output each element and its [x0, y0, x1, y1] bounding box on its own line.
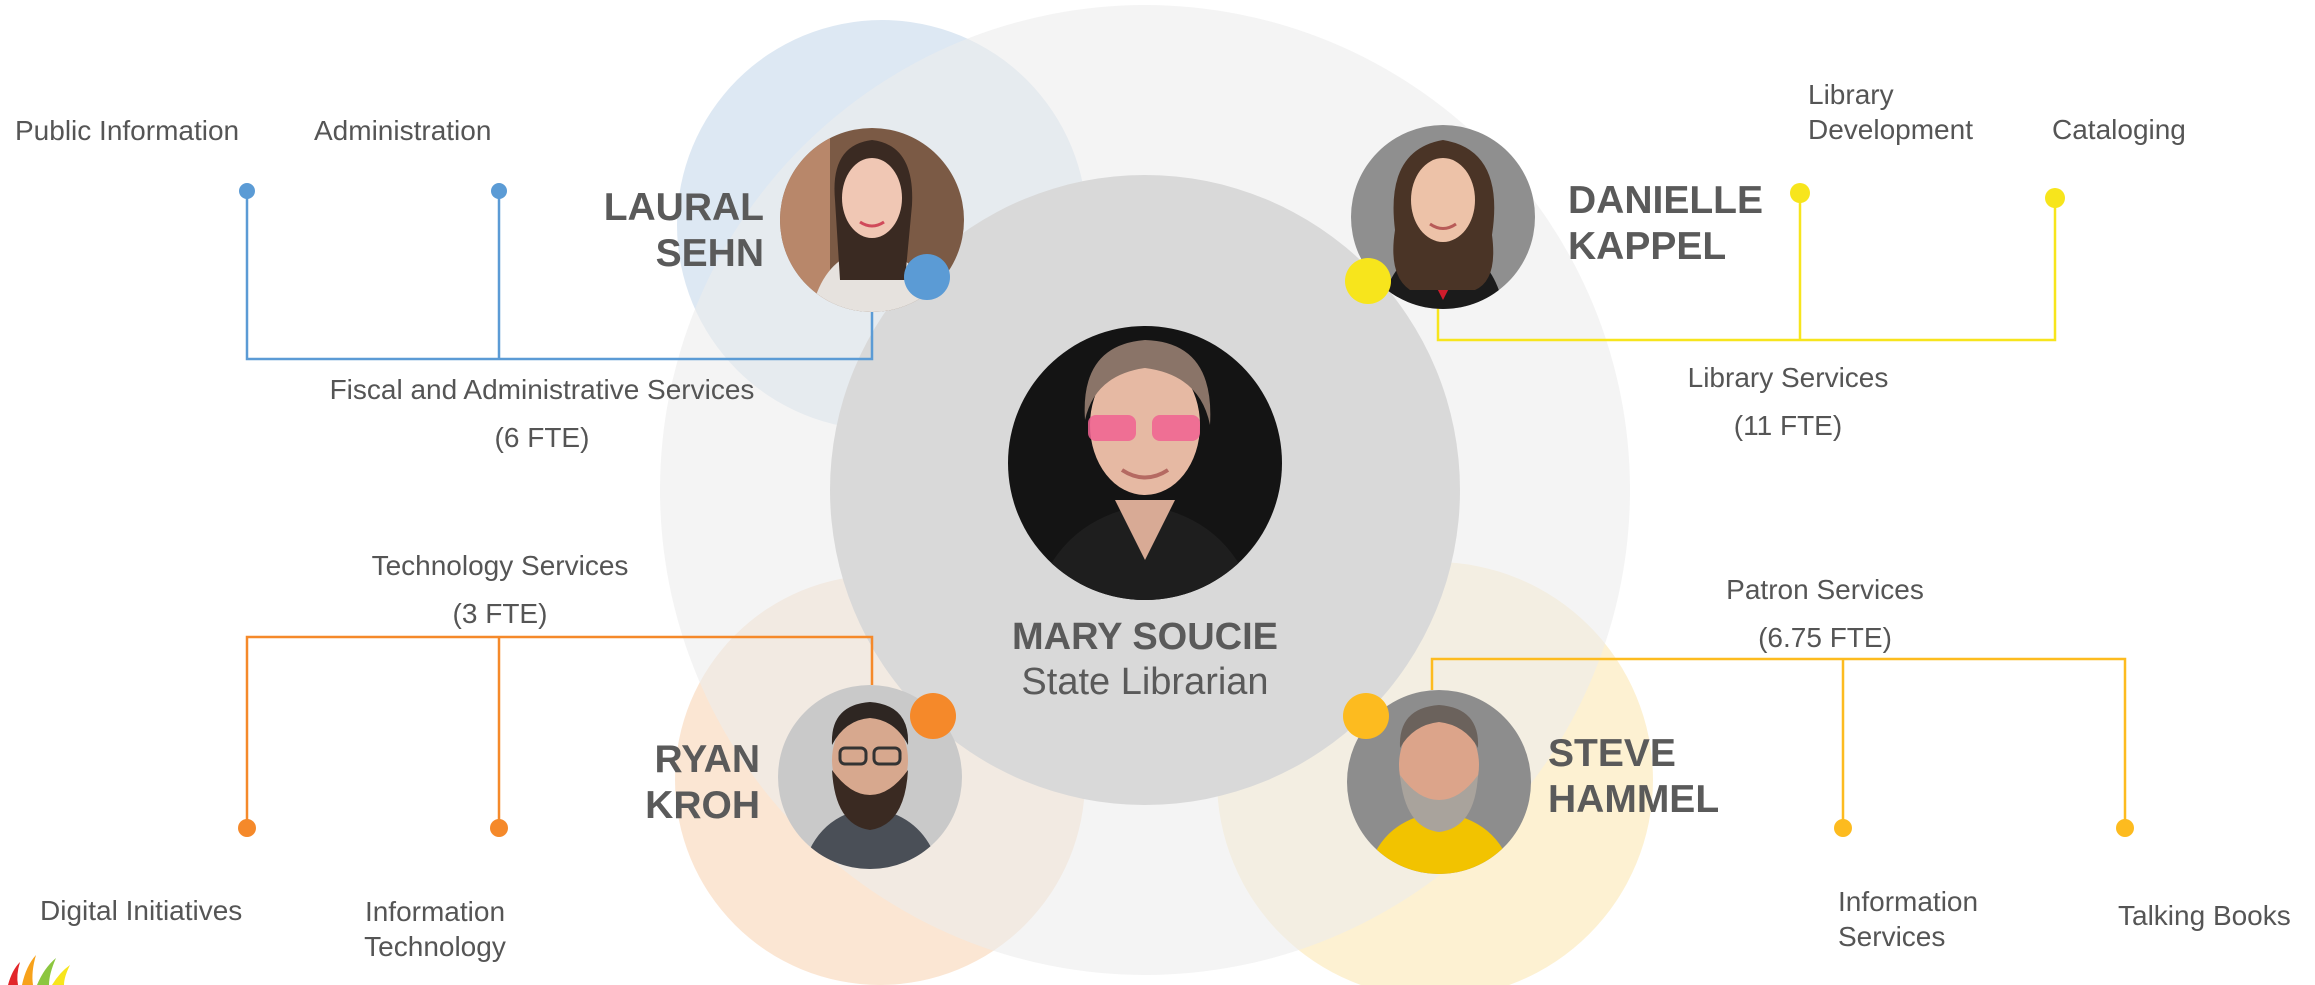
unit-library-development: Library Development — [1808, 77, 1973, 147]
leader-name-kroh: RYAN KROH — [560, 737, 760, 829]
division-fte-patron: (6.75 FTE) — [1758, 622, 1892, 653]
patron-unit-dot — [2116, 819, 2134, 837]
leader-first-name: LAURAL — [603, 186, 764, 229]
unit-information-technology: Information Technology — [335, 894, 535, 964]
library-unit-dot — [1790, 183, 1810, 203]
unit-line: Library — [1808, 79, 1894, 110]
division-name-technology: Technology Services — [371, 550, 629, 581]
director-name: MARY SOUCIE — [1011, 616, 1279, 658]
division-name-library: Library Services — [1687, 362, 1889, 393]
unit-line: Technology — [364, 931, 506, 962]
fiscal-marker-dot — [904, 254, 950, 300]
division-fte-technology: (3 FTE) — [452, 598, 548, 629]
unit-administration: Administration — [314, 115, 492, 146]
leader-last-name: KAPPEL — [1568, 225, 1727, 268]
division-name-patron: Patron Services — [1726, 574, 1924, 605]
technology-connector — [245, 635, 874, 828]
leader-last-name: HAMMEL — [1548, 778, 1720, 821]
patron-marker-dot — [1343, 693, 1389, 739]
technology-unit-dot — [238, 819, 256, 837]
leader-name-kappel: DANIELLE KAPPEL — [1568, 178, 1828, 270]
unit-information-services: Information Services — [1838, 884, 1978, 954]
division-name-fiscal: Fiscal and Administrative Services — [329, 374, 755, 405]
director-photo — [1008, 326, 1282, 600]
leader-last-name: KROH — [645, 784, 760, 827]
unit-cataloging: Cataloging — [2052, 114, 2186, 145]
unit-line: Information — [1838, 886, 1979, 917]
leader-name-hammel: STEVE HAMMEL — [1548, 731, 1808, 823]
fiscal-unit-dot — [239, 183, 255, 199]
leader-last-name: SEHN — [655, 232, 764, 275]
division-fte-library: (11 FTE) — [1733, 410, 1843, 441]
logo-mark — [8, 955, 70, 985]
division-fte-fiscal: (6 FTE) — [494, 422, 590, 453]
library-marker-dot — [1345, 258, 1391, 304]
leader-first-name: DANIELLE — [1568, 179, 1763, 222]
unit-digital-initiatives: Digital Initiatives — [40, 895, 243, 926]
fiscal-connector — [245, 191, 874, 361]
director-title: State Librarian — [1021, 661, 1269, 703]
library-connector — [1436, 193, 2057, 342]
leader-name-sehn: LAURAL SEHN — [560, 185, 764, 277]
technology-unit-dot — [490, 819, 508, 837]
unit-line: Services — [1838, 921, 1946, 952]
technology-marker-dot — [910, 693, 956, 739]
leader-photo-kroh — [778, 685, 962, 869]
patron-unit-dot — [1834, 819, 1852, 837]
unit-talking-books: Talking Books — [2118, 900, 2291, 931]
library-unit-dot — [2045, 188, 2065, 208]
leader-first-name: RYAN — [654, 738, 760, 781]
fiscal-unit-dot — [491, 183, 507, 199]
unit-public-information: Public Information — [15, 115, 240, 146]
unit-line: Development — [1808, 114, 1973, 145]
patron-connector — [1430, 657, 2127, 828]
leader-first-name: STEVE — [1548, 732, 1676, 775]
unit-line: Information — [364, 896, 506, 927]
